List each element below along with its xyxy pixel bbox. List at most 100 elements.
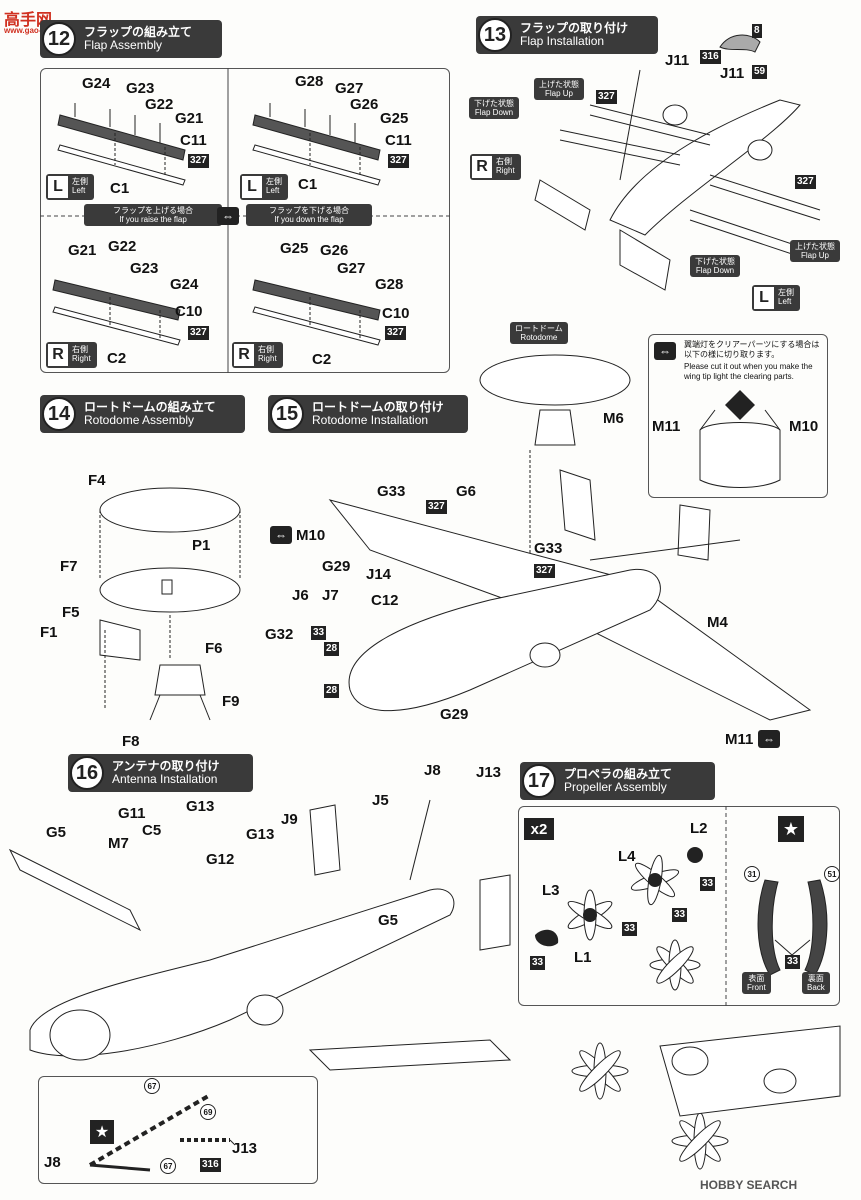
part-label: J11	[720, 65, 745, 82]
part-label: F4	[88, 472, 106, 489]
part-label: G29	[322, 558, 351, 575]
step-14-header: 14 ロートドームの組み立て Rotodome Assembly	[40, 395, 245, 433]
part-label: G25	[380, 110, 409, 127]
paint-code: 316	[200, 1158, 221, 1172]
step-13-title-en: Flap Installation	[520, 34, 605, 48]
paint-code: 31	[744, 866, 760, 882]
paint-code: 28	[324, 684, 340, 698]
step-12-title-en: Flap Assembly	[84, 38, 163, 52]
paint-code: 327	[596, 90, 617, 104]
paint-code: 33	[311, 626, 327, 640]
step-17-title-en: Propeller Assembly	[564, 780, 667, 794]
part-label: M6	[603, 410, 624, 427]
star-icon: ★	[90, 1120, 114, 1144]
star-icon: ★	[778, 816, 804, 842]
step-17-title-jp: プロペラの組み立て	[564, 766, 673, 781]
antenna-detail-drawing	[88, 1093, 236, 1172]
paint-code: 327	[188, 154, 209, 168]
part-label: G22	[145, 96, 174, 113]
paint-code: 33	[700, 877, 716, 891]
step-12-title-jp: フラップの組み立て	[84, 24, 193, 39]
part-label: C1	[298, 176, 318, 193]
part-label: M10	[789, 418, 819, 435]
paint-code: 51	[824, 866, 840, 882]
step-12-header: 12 フラップの組み立て Flap Assembly	[40, 20, 222, 58]
paint-code: 28	[324, 642, 340, 656]
antenna-detail-box	[38, 1076, 318, 1184]
step-15-number: 15	[270, 397, 304, 431]
part-label: J11	[665, 52, 690, 69]
part-label: J14	[366, 566, 392, 583]
double-arrow-icon: ⇔	[217, 207, 239, 225]
step-13-header: 13 フラップの取り付け Flap Installation	[476, 16, 658, 54]
paint-code: 327	[385, 326, 406, 340]
flap-left-bottom-drawing	[52, 279, 181, 346]
double-arrow-icon: ⇔	[758, 730, 780, 748]
part-label: G29	[440, 706, 469, 723]
part-label: G23	[126, 80, 155, 97]
part-label: J7	[322, 587, 339, 604]
part-label: M7	[108, 835, 129, 852]
part-label: L4	[618, 848, 636, 865]
part-label: F7	[60, 558, 78, 575]
part-label: G28	[295, 73, 324, 90]
part-label: G26	[320, 242, 349, 259]
wing-tip-note-en: Please cut it out when you make the wing…	[684, 362, 813, 381]
part-label: G12	[206, 851, 235, 868]
step-17-divider	[725, 806, 727, 1006]
part-label: G25	[280, 240, 309, 257]
step-17-header: 17 プロペラの組み立て Propeller Assembly	[520, 762, 715, 800]
part-label: J5	[372, 792, 389, 809]
paint-code: 327	[188, 326, 209, 340]
part-label: G21	[175, 110, 204, 127]
part-label: G33	[377, 483, 406, 500]
part-label: G24	[82, 75, 111, 92]
part-label: G24	[170, 276, 199, 293]
step-17-panel	[518, 806, 840, 1006]
aircraft-rotodome-drawing	[328, 354, 812, 721]
aircraft-antenna-drawing	[8, 799, 512, 1071]
part-label: G23	[130, 260, 159, 277]
paint-code: 33	[530, 956, 546, 970]
step-14-number: 14	[42, 397, 76, 431]
step-12-panel	[40, 68, 450, 373]
part-label: J13	[476, 764, 502, 781]
part-label: M11	[652, 418, 681, 435]
part-label: C10	[175, 303, 203, 320]
step-15-title-jp: ロートドームの取り付け	[312, 399, 444, 414]
step-13-title-jp: フラップの取り付け	[520, 20, 629, 35]
part-label: G27	[337, 260, 366, 277]
paint-code: 67	[160, 1158, 176, 1174]
part-label: J8	[44, 1154, 61, 1171]
part-label: C11	[180, 132, 207, 149]
step-12-number: 12	[42, 22, 76, 56]
part-label: J9	[281, 811, 298, 828]
part-label: C2	[312, 351, 332, 368]
step-15-header: 15 ロートドームの取り付け Rotodome Installation	[268, 395, 468, 433]
part-label: M10	[296, 527, 326, 544]
wing-tip-note-box	[648, 334, 828, 498]
flap-left-top-drawing	[57, 103, 186, 186]
part-label: L2	[690, 820, 708, 837]
wing-tip-detail-drawing	[699, 390, 781, 488]
paint-code: 327	[426, 500, 447, 514]
paint-code: 316	[700, 50, 721, 64]
flap-right-top-drawing	[252, 103, 381, 186]
part-label: P1	[192, 537, 211, 554]
part-label: G27	[335, 80, 364, 97]
paint-code: 33	[622, 922, 638, 936]
part-label: G22	[108, 238, 137, 255]
step-14-title-en: Rotodome Assembly	[84, 413, 195, 427]
part-label: G11	[118, 805, 146, 822]
